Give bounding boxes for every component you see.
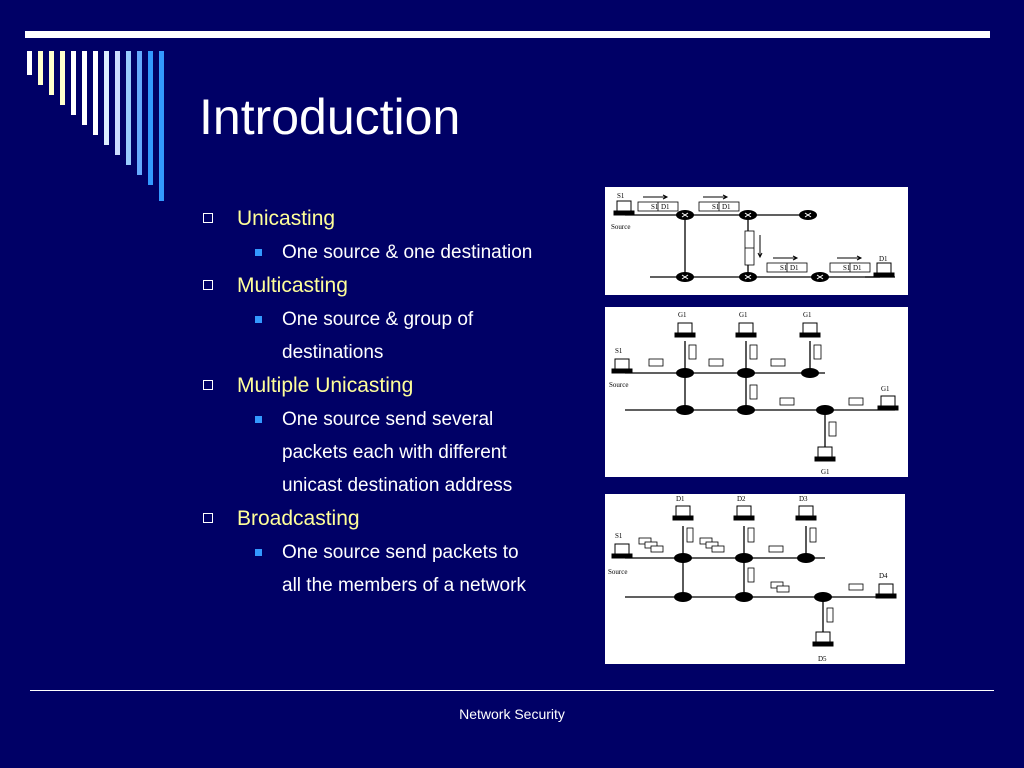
computer-icon [613,200,895,278]
packet-label: S1 [843,264,851,272]
hollow-square-icon [203,380,213,390]
bullet-list: Unicasting One source & one destination … [200,202,600,602]
source-caption: Source [611,223,630,231]
bullet-label: Broadcasting [237,507,360,530]
bullet-label: Multicasting [237,274,348,297]
computer-icon [611,505,897,647]
computer-icon [611,322,899,462]
sub-bullet: One source send several packets each wit… [200,403,600,502]
sub-bullet: One source & group of destinations [200,303,600,369]
dest-label: D5 [818,655,827,663]
sub-bullet: One source send packets to all the membe… [200,536,600,602]
source-label: S1 [617,192,625,200]
sub-bullet-text: One source & one destination [282,242,533,263]
packet-label: D1 [661,203,670,211]
dest-label: D2 [737,495,746,503]
sub-bullet-text: One source send packets to [282,542,519,563]
top-rule [25,31,990,38]
source-caption: Source [608,568,627,576]
router-icon [676,210,829,282]
sub-bullet-text: packets each with different [282,442,507,463]
filled-square-icon [255,316,262,323]
packet-label: S1 [712,203,720,211]
source-caption: Source [609,381,628,389]
sub-bullet: One source & one destination [200,236,600,269]
packet-label: S1 [651,203,659,211]
group-label: G1 [678,311,687,319]
bullet-label: Multiple Unicasting [237,374,414,397]
dest-label: D1 [676,495,685,503]
sub-bullet-text: all the members of a network [282,575,526,596]
bullet-label: Unicasting [237,207,336,230]
hollow-square-icon [203,513,213,523]
bullet-multicasting: Multicasting [200,269,600,303]
dest-label: D4 [879,572,888,580]
hollow-square-icon [203,280,213,290]
router-icon [676,368,834,415]
sub-bullet-text: One source send several [282,409,494,430]
footer-text: Network Security [459,706,565,722]
sub-bullet-text: One source & group of [282,309,474,330]
decorative-bars [0,0,180,220]
packet-label: D1 [722,203,731,211]
packet-label: D1 [790,264,799,272]
sub-bullet-text: destinations [282,342,384,363]
group-label: G1 [881,385,890,393]
group-label: G1 [821,468,830,476]
packet-label: S1 [780,264,788,272]
hollow-square-icon [203,213,213,223]
packet-label: D1 [853,264,862,272]
broadcast-diagram: D1 D2 D3 D4 D5 S1 Source [605,494,905,664]
dest-label: D1 [879,255,888,263]
bottom-rule [30,690,994,691]
multicast-diagram: G1 G1 G1 G1 G1 S1 Source [605,307,908,477]
source-label: S1 [615,532,623,540]
bullet-multiple-unicasting: Multiple Unicasting [200,369,600,403]
filled-square-icon [255,549,262,556]
source-label: S1 [615,347,623,355]
dest-label: D3 [799,495,808,503]
bullet-broadcasting: Broadcasting [200,502,600,536]
slide-title: Introduction [199,89,461,145]
bullet-unicasting: Unicasting [200,202,600,236]
filled-square-icon [255,249,262,256]
unicast-diagram: S1 D1 S1 D1 S1 D1 S1 D1 S1 Source D1 [605,187,908,295]
sub-bullet-text: unicast destination address [282,475,513,496]
filled-square-icon [255,416,262,423]
router-icon [674,553,832,602]
group-label: G1 [739,311,748,319]
group-label: G1 [803,311,812,319]
